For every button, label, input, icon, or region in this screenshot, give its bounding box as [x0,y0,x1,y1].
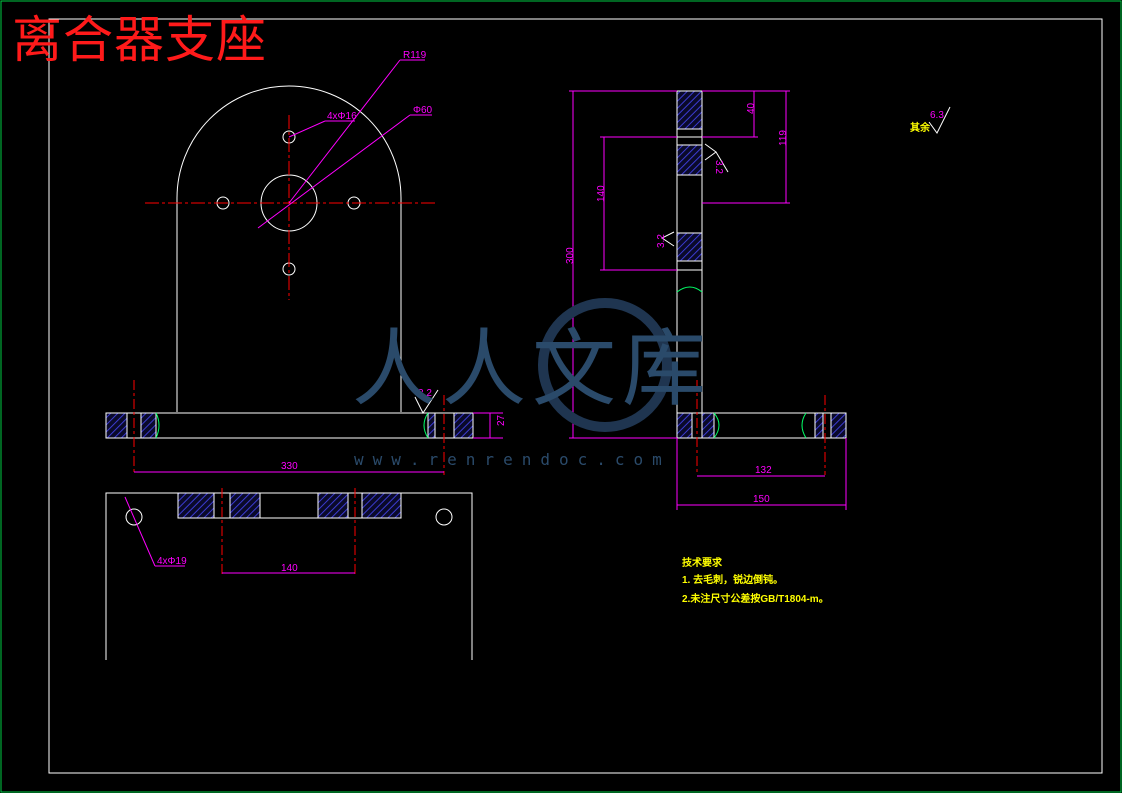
dim-150-label: 150 [753,494,770,505]
watermark-text: 人人文库 [352,320,712,418]
top-view-outline [105,492,473,660]
watermark-url: www.renrendoc.com [354,450,671,469]
side-roughness-right [704,143,729,173]
top-view [105,488,473,660]
dim-r119-label: R119 [403,50,427,61]
leader-bore [257,114,411,229]
leader-r119 [288,59,401,204]
watermark: 人人文库 www.renrendoc.com [352,298,712,469]
front-base-hatch-right2 [427,412,436,439]
dim-140v-label: 140 [596,185,607,202]
leader-4x16 [288,120,326,138]
side-view [569,90,847,510]
inner-border [48,18,1103,774]
front-break-line-right [423,412,429,439]
side-base-hatch-l [676,412,693,439]
watermark-ring [538,298,672,432]
dim-bore-label: Φ60 [413,105,433,116]
surface-finish-label: 其余 [910,121,931,134]
dim-119-label: 119 [778,130,789,146]
side-base-hatch-l2 [701,412,715,439]
dim-40-label: 40 [746,102,757,114]
side-hatch-3 [676,232,703,262]
front-view [105,59,503,475]
dim-330-label: 330 [281,461,298,472]
side-roughness-right-label: 3.2 [713,160,724,174]
top-slot-1 [177,492,215,519]
top-slot-2 [229,492,261,519]
front-upright-outline [176,85,402,412]
leader-4x19 [124,496,156,567]
dim-140h-label: 140 [281,563,298,574]
top-hole-left [125,508,143,526]
tech-req-heading: 技术要求 [682,556,723,569]
top-slot-3 [317,492,349,519]
top-hole-right [435,508,453,526]
side-roughness-left-label: 3.2 [656,234,667,248]
side-base-break-l [713,412,720,439]
dim-4x19-label: 4xΦ19 [157,556,187,567]
side-base-hatch-r [830,412,847,439]
dim-27-label: 27 [496,414,507,426]
tech-req-item-2: 2.未注尺寸公差按GB/T1804-m。 [682,592,829,605]
front-break-line [155,412,160,439]
dim-132-label: 132 [755,465,772,476]
side-break-line [676,286,703,293]
front-roughness-label: 3.2 [418,388,432,399]
dim-4x16-label: 4xΦ16 [327,111,357,122]
front-roughness-symbol [414,389,439,415]
side-base-hatch-r2 [814,412,824,439]
tech-req-item-1: 1. 去毛刺，锐边倒钝。 [682,573,783,586]
side-roughness-left [661,231,675,247]
side-hatch-2 [676,144,703,176]
side-base-break-r [801,412,807,439]
surface-finish-symbol [928,106,951,134]
drawing-title: 离合器支座 [12,11,267,69]
side-hatch-1 [676,90,703,130]
front-base-hatch-left [105,412,128,439]
surface-finish-value: 6.3 [930,110,944,121]
front-base-hatch-right [453,412,474,439]
dim-300-label: 300 [565,247,576,264]
top-slot-4 [361,492,402,519]
front-base-hatch-left2 [140,412,157,439]
